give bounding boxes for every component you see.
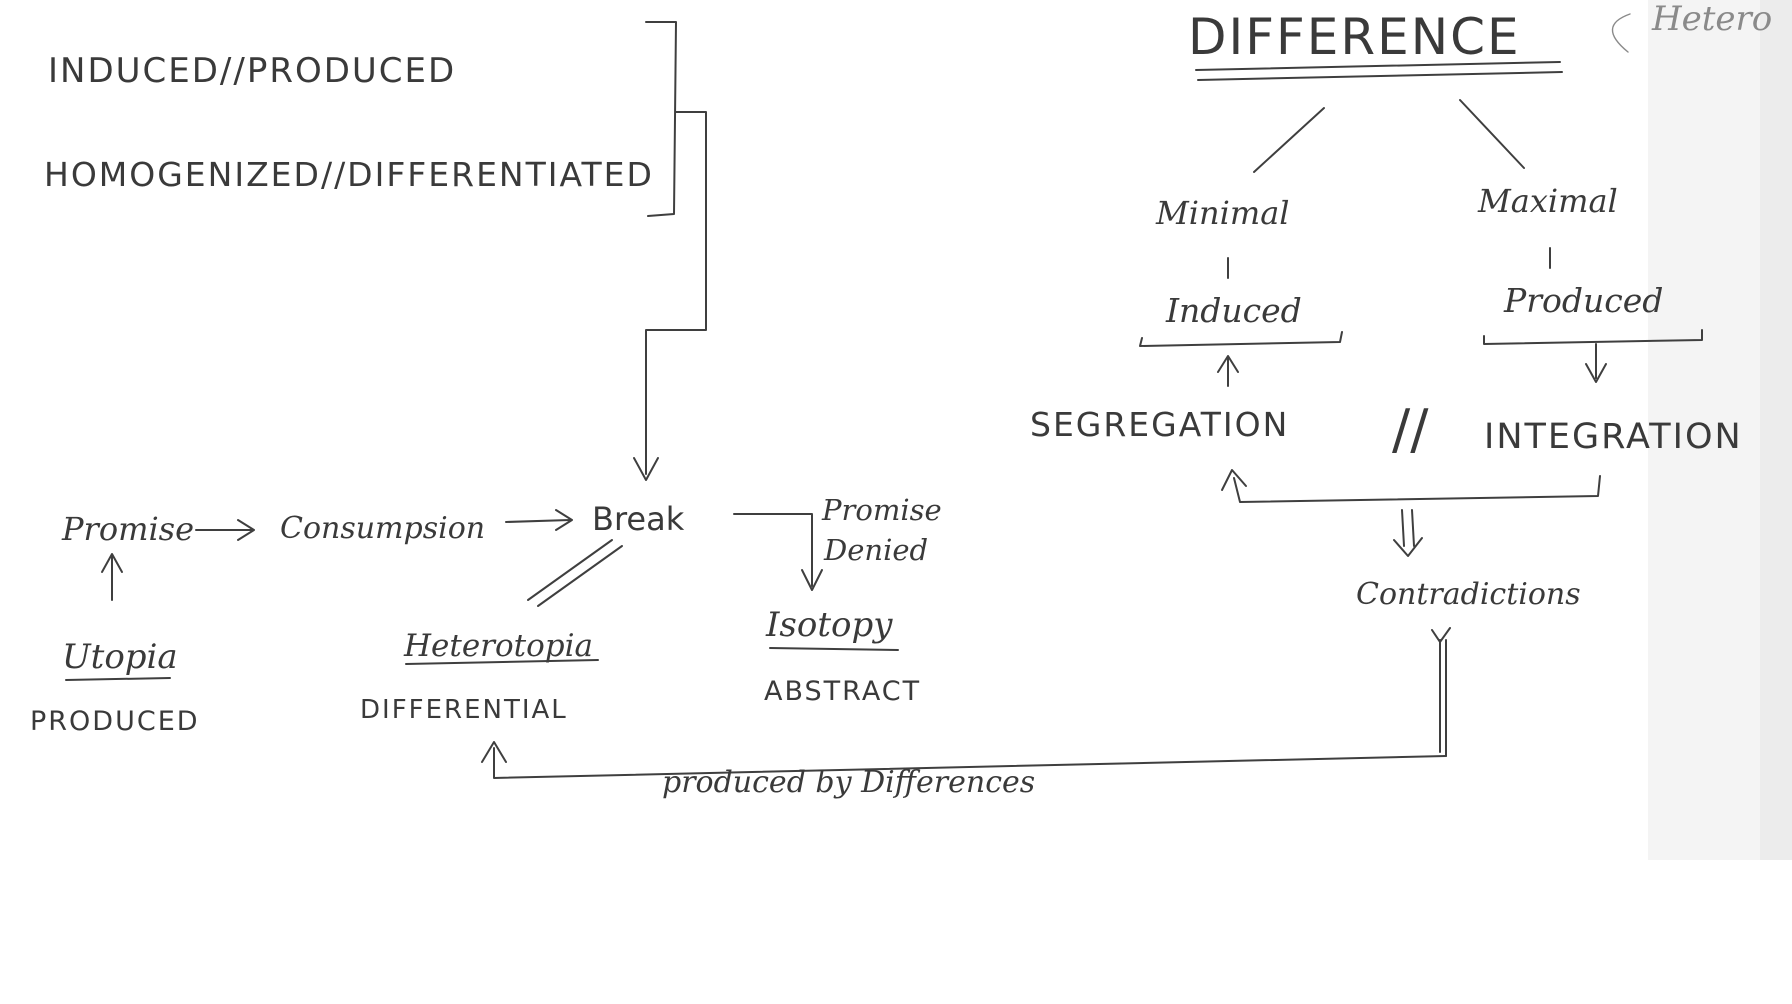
segregation-loop-arrowhead (1221, 469, 1247, 491)
break-arrowhead (633, 457, 659, 481)
implies-arrow-right (1411, 509, 1415, 547)
top-bracket (645, 21, 677, 217)
produced-by-differences-label: produced by Differences (662, 765, 1035, 800)
contradictions-arrowhead (1431, 627, 1451, 643)
separator-label: // (1392, 398, 1429, 461)
minimal-label: Minimal (1155, 194, 1290, 232)
maximal-label: Maximal (1477, 182, 1618, 220)
break-label: Break (592, 500, 685, 538)
isotopy-label: Isotopy (765, 605, 893, 645)
integration-to-segregation-loop (1233, 475, 1601, 503)
bottom-return-line (493, 747, 1447, 779)
utopia-sub-label: PRODUCED (30, 706, 200, 737)
contradictions-label: Contradictions (1356, 577, 1581, 612)
induced-underline (1139, 331, 1343, 347)
heterotopia-underline (405, 659, 599, 665)
promise-to-consumption-arrow (195, 519, 255, 541)
utopia-underline (65, 677, 171, 681)
branch-to-minimal (1253, 107, 1325, 173)
promise-denied-line2: Denied (823, 533, 928, 567)
branch-to-maximal (1459, 99, 1525, 169)
heterotopia-sub-label: DIFFERENTIAL (360, 695, 568, 725)
induced-label: Induced (1165, 291, 1302, 330)
segregation-label: SEGREGATION (1030, 405, 1289, 444)
utopia-label: Utopia (62, 637, 178, 677)
break-heterotopia-double-line-a (527, 539, 613, 601)
heterotopia-return-arrowhead (481, 741, 507, 763)
implies-arrow-left (1401, 509, 1405, 547)
segregation-to-induced-arrow (1217, 355, 1239, 387)
bracket-to-break-line (645, 111, 707, 475)
integration-label: INTEGRATION (1484, 417, 1743, 457)
break-heterotopia-double-line-b (537, 545, 623, 607)
consumption-label: Consumpsion (280, 511, 485, 546)
difference-underline-2 (1197, 71, 1563, 81)
difference-title: DIFFERENCE (1188, 8, 1521, 66)
homogenized-differentiated-label: HOMOGENIZED//DIFFERENTIATED (44, 155, 654, 194)
produced-label: Produced (1503, 281, 1663, 320)
paper-edge-line (1760, 0, 1792, 860)
margin-note-bracket (1611, 13, 1631, 53)
utopia-to-promise-arrow (101, 553, 123, 601)
break-to-isotopy-line (733, 513, 813, 587)
consumption-to-break-arrow (505, 509, 573, 531)
isotopy-underline (769, 647, 899, 651)
implies-arrowhead (1393, 537, 1423, 557)
isotopy-arrowhead (801, 569, 823, 591)
produced-underline (1483, 329, 1703, 345)
produced-to-integration-arrow (1585, 343, 1607, 383)
difference-underline-1 (1195, 61, 1561, 71)
promise-label: Promise (61, 510, 194, 548)
heterotopia-label: Heterotopia (403, 628, 593, 664)
promise-denied-line1: Promise (821, 493, 942, 527)
margin-note-label: Hetero (1651, 0, 1772, 39)
induced-produced-label: INDUCED//PRODUCED (48, 51, 456, 91)
isotopy-sub-label: ABSTRACT (764, 676, 921, 707)
